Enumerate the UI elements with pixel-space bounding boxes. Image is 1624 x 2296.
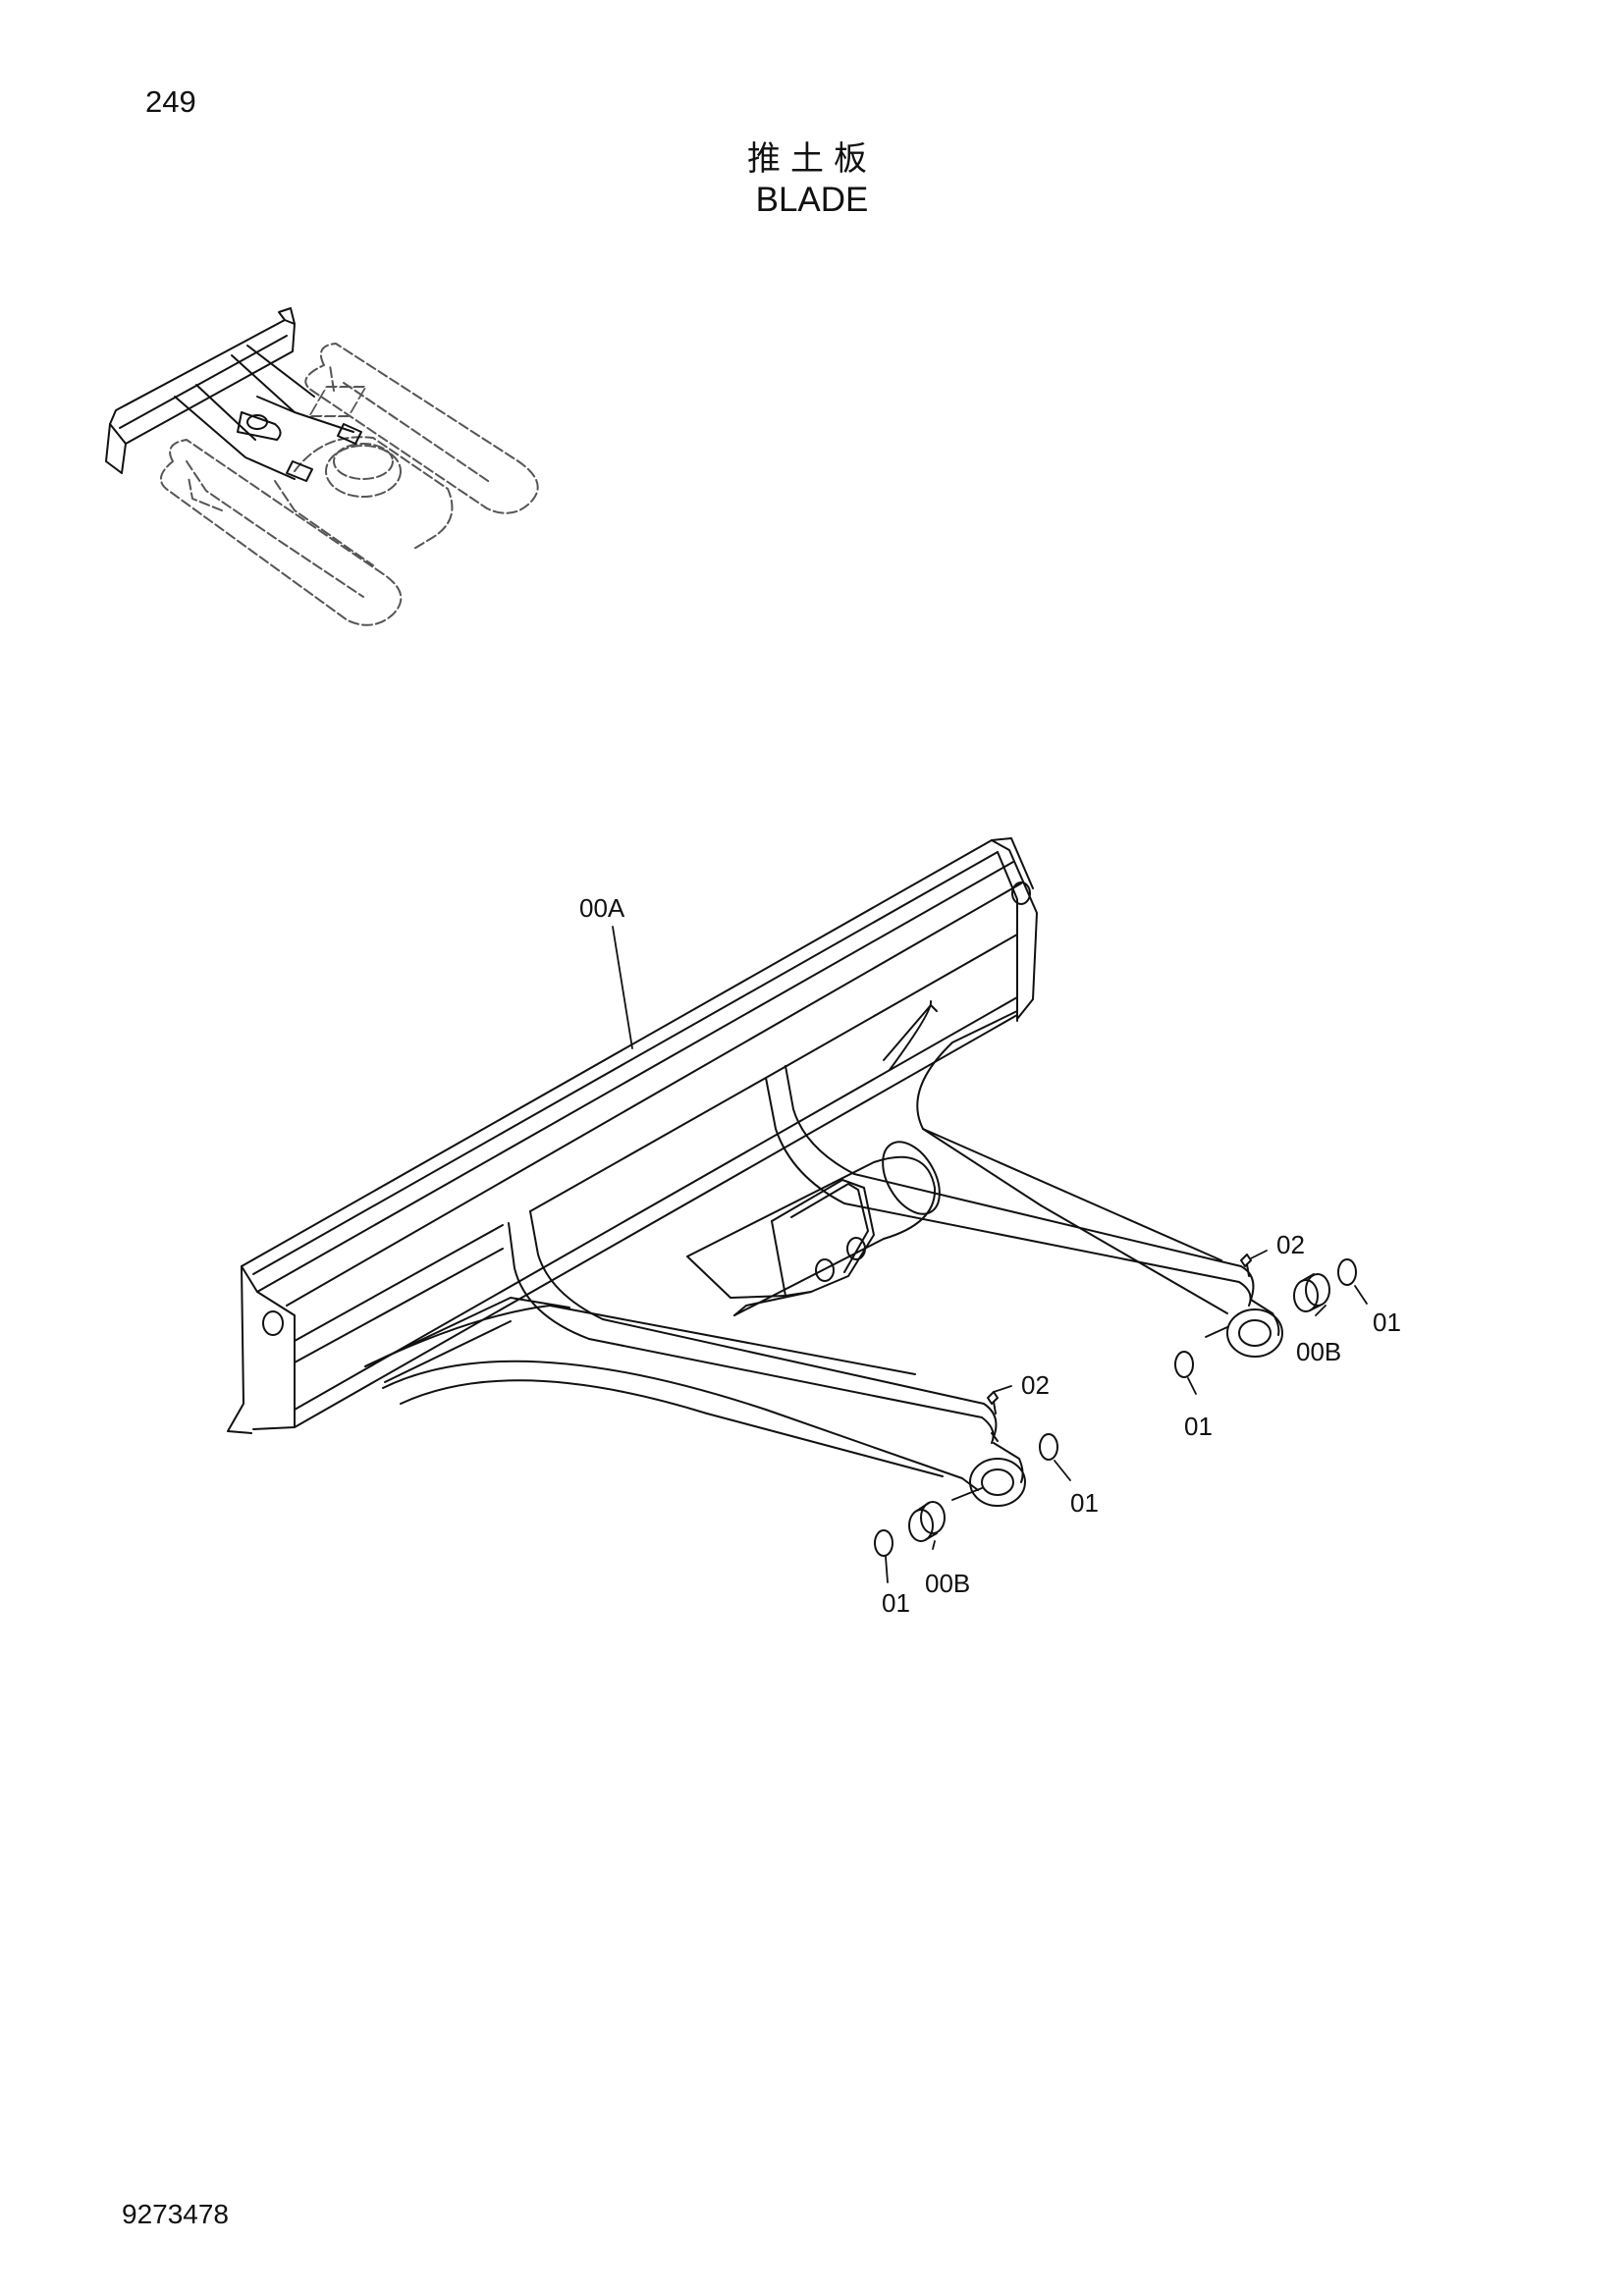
document-number: 9273478: [122, 2199, 230, 2229]
center-cylinder-bracket: [686, 1141, 941, 1316]
right-snap-pin: [1240, 1254, 1252, 1277]
callout-right-inner-ring: 01: [1184, 1412, 1213, 1441]
thumbnail-blade: [105, 307, 362, 482]
left-bushing: [908, 1501, 946, 1542]
left-arm-end-boss: [969, 1432, 1026, 1507]
blade-left-rib: [364, 1210, 767, 1415]
page-title-english: BLADE: [755, 181, 869, 219]
callout-left-bushing: 00B: [925, 1569, 970, 1598]
left-arm: [549, 1305, 998, 1491]
callout-left-inner-ring: 01: [882, 1588, 910, 1618]
callout-left-outer-ring: 01: [1070, 1488, 1099, 1518]
callout-blade-frame: 00A: [579, 893, 625, 923]
blade-right-rib: [765, 1000, 1042, 1206]
callout-right-snap-pin: 02: [1276, 1230, 1305, 1259]
leader-lines: [612, 926, 1368, 1583]
right-inner-ring: [1174, 1351, 1194, 1378]
right-outer-ring: [1337, 1258, 1357, 1286]
callout-left-snap-pin: 02: [1021, 1370, 1050, 1400]
callout-right-outer-ring: 01: [1373, 1308, 1401, 1337]
blade-moldboard: [227, 837, 1038, 1434]
page-number: 249: [145, 84, 196, 119]
thumbnail-undercarriage: [160, 343, 539, 626]
left-inner-ring: [874, 1529, 893, 1557]
right-arm: [843, 1128, 1255, 1314]
right-bushing: [1293, 1273, 1330, 1312]
right-arm-end-boss: [1226, 1299, 1283, 1358]
left-outer-ring: [1039, 1433, 1058, 1461]
page-title-chinese: 推土板: [747, 139, 877, 179]
callout-right-bushing: 00B: [1296, 1337, 1341, 1366]
left-snap-pin: [987, 1391, 999, 1415]
